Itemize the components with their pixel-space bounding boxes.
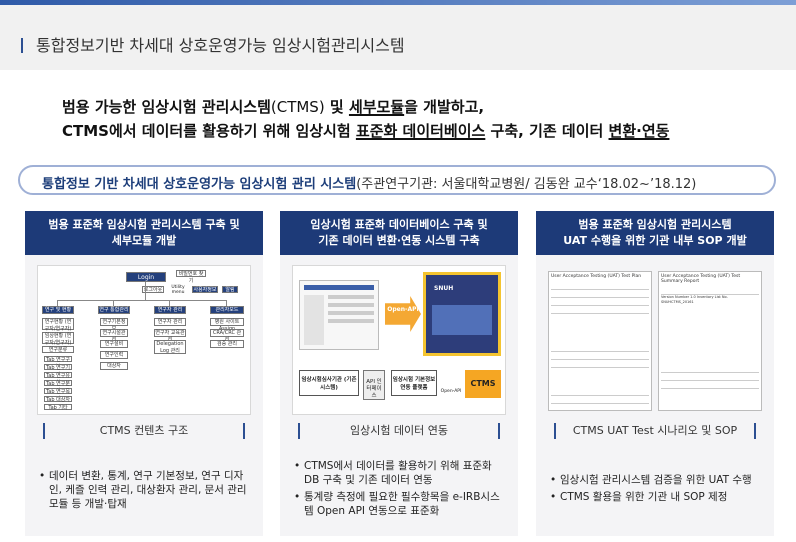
- diagram-item: 연구분류: [42, 346, 74, 353]
- diagram-item: 연구자 관리: [154, 318, 186, 326]
- open-api-arrow: Open-API: [385, 296, 421, 332]
- panel-uat-sop: 범용 표준화 임상시험 관리시스템 UAT 수행을 위한 기관 내부 SOP 개발…: [536, 211, 774, 536]
- headline-emphasis: 변환·연동: [608, 122, 670, 140]
- uat-test-plan-document: User Acceptance Testing (UAT) Test Plan: [548, 271, 652, 411]
- diagram-item: 병원 사이트 Assign: [210, 318, 244, 332]
- headline-emphasis: 표준화 데이터베이스: [355, 122, 486, 140]
- document-title: User Acceptance Testing (UAT) Test Summa…: [661, 274, 741, 284]
- diagram-item: Tab 연구분야: [44, 380, 72, 394]
- project-banner: 통합정보 기반 차세대 상호운영가능 임상시험 관리 시스템(주관연구기관: 서…: [18, 165, 776, 195]
- headline-text: (CTMS): [270, 98, 325, 116]
- login-box: Login: [126, 272, 166, 282]
- diagram-item: 연구인력: [100, 351, 128, 359]
- uat-document-thumbnails: User Acceptance Testing (UAT) Test Plan …: [548, 265, 762, 415]
- header-marker: [21, 38, 23, 53]
- diagram-item: 대상자: [100, 362, 128, 370]
- bullet-item: CTMS에서 데이터를 활용하기 위해 표준화 DB 구축 및 기존 데이터 연…: [294, 459, 509, 487]
- column-header: 연구자 관리: [154, 306, 186, 314]
- diagram-item: 연구자 교육관리: [154, 329, 186, 343]
- panel-header-line: 범용 표준화 임상시험 관리시스템 구축 및: [48, 218, 240, 231]
- diagram-item: CRA/CRC 관리: [210, 329, 244, 343]
- diagram-item: Delegation Log 관리: [154, 340, 186, 354]
- open-api-label: Open-API: [440, 389, 462, 394]
- panel-caption: 임상시험 데이터 연동: [298, 423, 500, 439]
- uat-summary-report-document: User Acceptance Testing (UAT) Test Summa…: [658, 271, 762, 411]
- diagram-item: Tab 기타: [44, 404, 72, 411]
- panel-header: 범용 표준화 임상시험 관리시스템 UAT 수행을 위한 기관 내부 SOP 개발: [536, 211, 774, 255]
- column-header: 연구 통합관리: [98, 306, 130, 314]
- panel-header-line: 임상시험 표준화 데이터베이스 구축 및: [310, 218, 488, 231]
- document-version: Version Number 1.0 Inventory List No. SN…: [661, 295, 728, 304]
- irb-screenshot-thumbnail: [299, 280, 379, 350]
- bullet-item: 데이터 변환, 통계, 연구 기본정보, 연구 디자인, 케즐 인력 관리, 대…: [39, 469, 254, 511]
- diagram-item: 임상현황 (연구자/연구자): [42, 332, 74, 346]
- diagram-item: Tab 연구기관: [44, 364, 72, 378]
- column-header: 연구 및 현황: [42, 306, 74, 314]
- data-integration-diagram: Open-API SNUH 임상시험심사기관 (기존 시스템) API 인터페이…: [292, 265, 506, 415]
- diagram-item: 연구시설관리: [100, 329, 128, 343]
- ctms-structure-diagram: Login 비밀번호 찾기 로그아웃 Utility menu 사용자정보변경 …: [37, 265, 251, 415]
- top-accent-bar: [0, 0, 796, 5]
- page-title: 통합정보기반 차세대 상호운영가능 임상시험관리시스템: [36, 36, 405, 55]
- snuh-logo: SNUH: [434, 285, 454, 292]
- headline-text: CTMS에서 데이터를 활용하기 위해 임상시험: [62, 122, 356, 140]
- diagram-item: 검증 관리: [210, 340, 244, 348]
- diagram-item: 연구현황 (연구자/연구자): [42, 318, 74, 332]
- diagram-item: Tab 대상자: [44, 396, 72, 403]
- diagram-label: 비밀번호 찾기: [176, 270, 206, 284]
- panel-bullets: CTMS에서 데이터를 활용하기 위해 표준화 DB 구축 및 기존 데이터 연…: [294, 459, 509, 521]
- headline-text: 을 개발하고,: [404, 98, 485, 116]
- panel-caption: CTMS UAT Test 시나리오 및 SOP: [554, 423, 756, 439]
- headline-text: 범용 가능한 임상시험 관리시스템: [62, 98, 271, 116]
- panel-header-line: 범용 표준화 임상시험 관리시스템: [578, 218, 732, 231]
- api-interface-box: API 인터페이스: [363, 370, 385, 400]
- panel-bullets: 데이터 변환, 통계, 연구 기본정보, 연구 디자인, 케즐 인력 관리, 대…: [39, 469, 254, 514]
- bullet-item: 통계량 측정에 필요한 필수항목을 e-IRB시스템 Open API 연동으로…: [294, 490, 509, 518]
- diagram-item: Tab 연구구분: [44, 356, 72, 370]
- headline-emphasis: 세부모듈: [348, 98, 405, 116]
- platform-box: 임상시험 기본정보 연동 플랫폼: [391, 370, 437, 396]
- banner-title: 통합정보 기반 차세대 상호운영가능 임상시험 관리 시스템: [42, 177, 357, 192]
- diagram-label: 로그아웃: [142, 286, 164, 293]
- ctms-box: CTMS: [465, 370, 501, 398]
- diagram-item: 연구설비: [100, 340, 128, 348]
- document-title: User Acceptance Testing (UAT) Test Plan: [551, 274, 642, 279]
- headline-text: 구축, 기존 데이터: [485, 122, 609, 140]
- panel-header-line: 세부모듈 개발: [111, 234, 177, 247]
- diagram-label: Utility menu: [171, 285, 185, 295]
- panel-header-line: UAT 수행을 위한 기관 내부 SOP 개발: [563, 234, 747, 247]
- diagram-item: Tab 연구목적: [44, 388, 72, 402]
- headline-line2: CTMS에서 데이터를 활용하기 위해 임상시험 표준화 데이터베이스 구축, …: [62, 120, 669, 141]
- panel-header-line: 기존 데이터 변환·연동 시스템 구축: [318, 234, 480, 247]
- panel-caption: CTMS 컨텐츠 구조: [43, 423, 245, 439]
- diagram-label: 알림: [222, 286, 238, 293]
- diagram-item: Tab 연구유형: [44, 372, 72, 386]
- page-header: 통합정보기반 차세대 상호운영가능 임상시험관리시스템: [0, 5, 796, 70]
- headline-text: 및: [324, 98, 349, 116]
- snuh-portal-thumbnail: SNUH: [423, 272, 501, 356]
- source-system-box: 임상시험심사기관 (기존 시스템): [299, 370, 359, 396]
- panel-bullets: 임상시험 관리시스템 검증을 위한 UAT 수행 CTMS 활용을 위한 기관 …: [550, 473, 765, 507]
- headline-line1: 범용 가능한 임상시험 관리시스템(CTMS) 및 세부모듈을 개발하고,: [62, 96, 484, 117]
- diagram-label: 사용자정보변경: [192, 286, 218, 300]
- bullet-item: CTMS 활용을 위한 기관 내 SOP 제정: [550, 490, 765, 504]
- bullet-item: 임상시험 관리시스템 검증을 위한 UAT 수행: [550, 473, 765, 487]
- column-header: 관리자모드: [210, 306, 244, 314]
- banner-institution: (주관연구기관: 서울대학교병원/ 김동완 교수‘18.02~’18.12): [356, 177, 697, 192]
